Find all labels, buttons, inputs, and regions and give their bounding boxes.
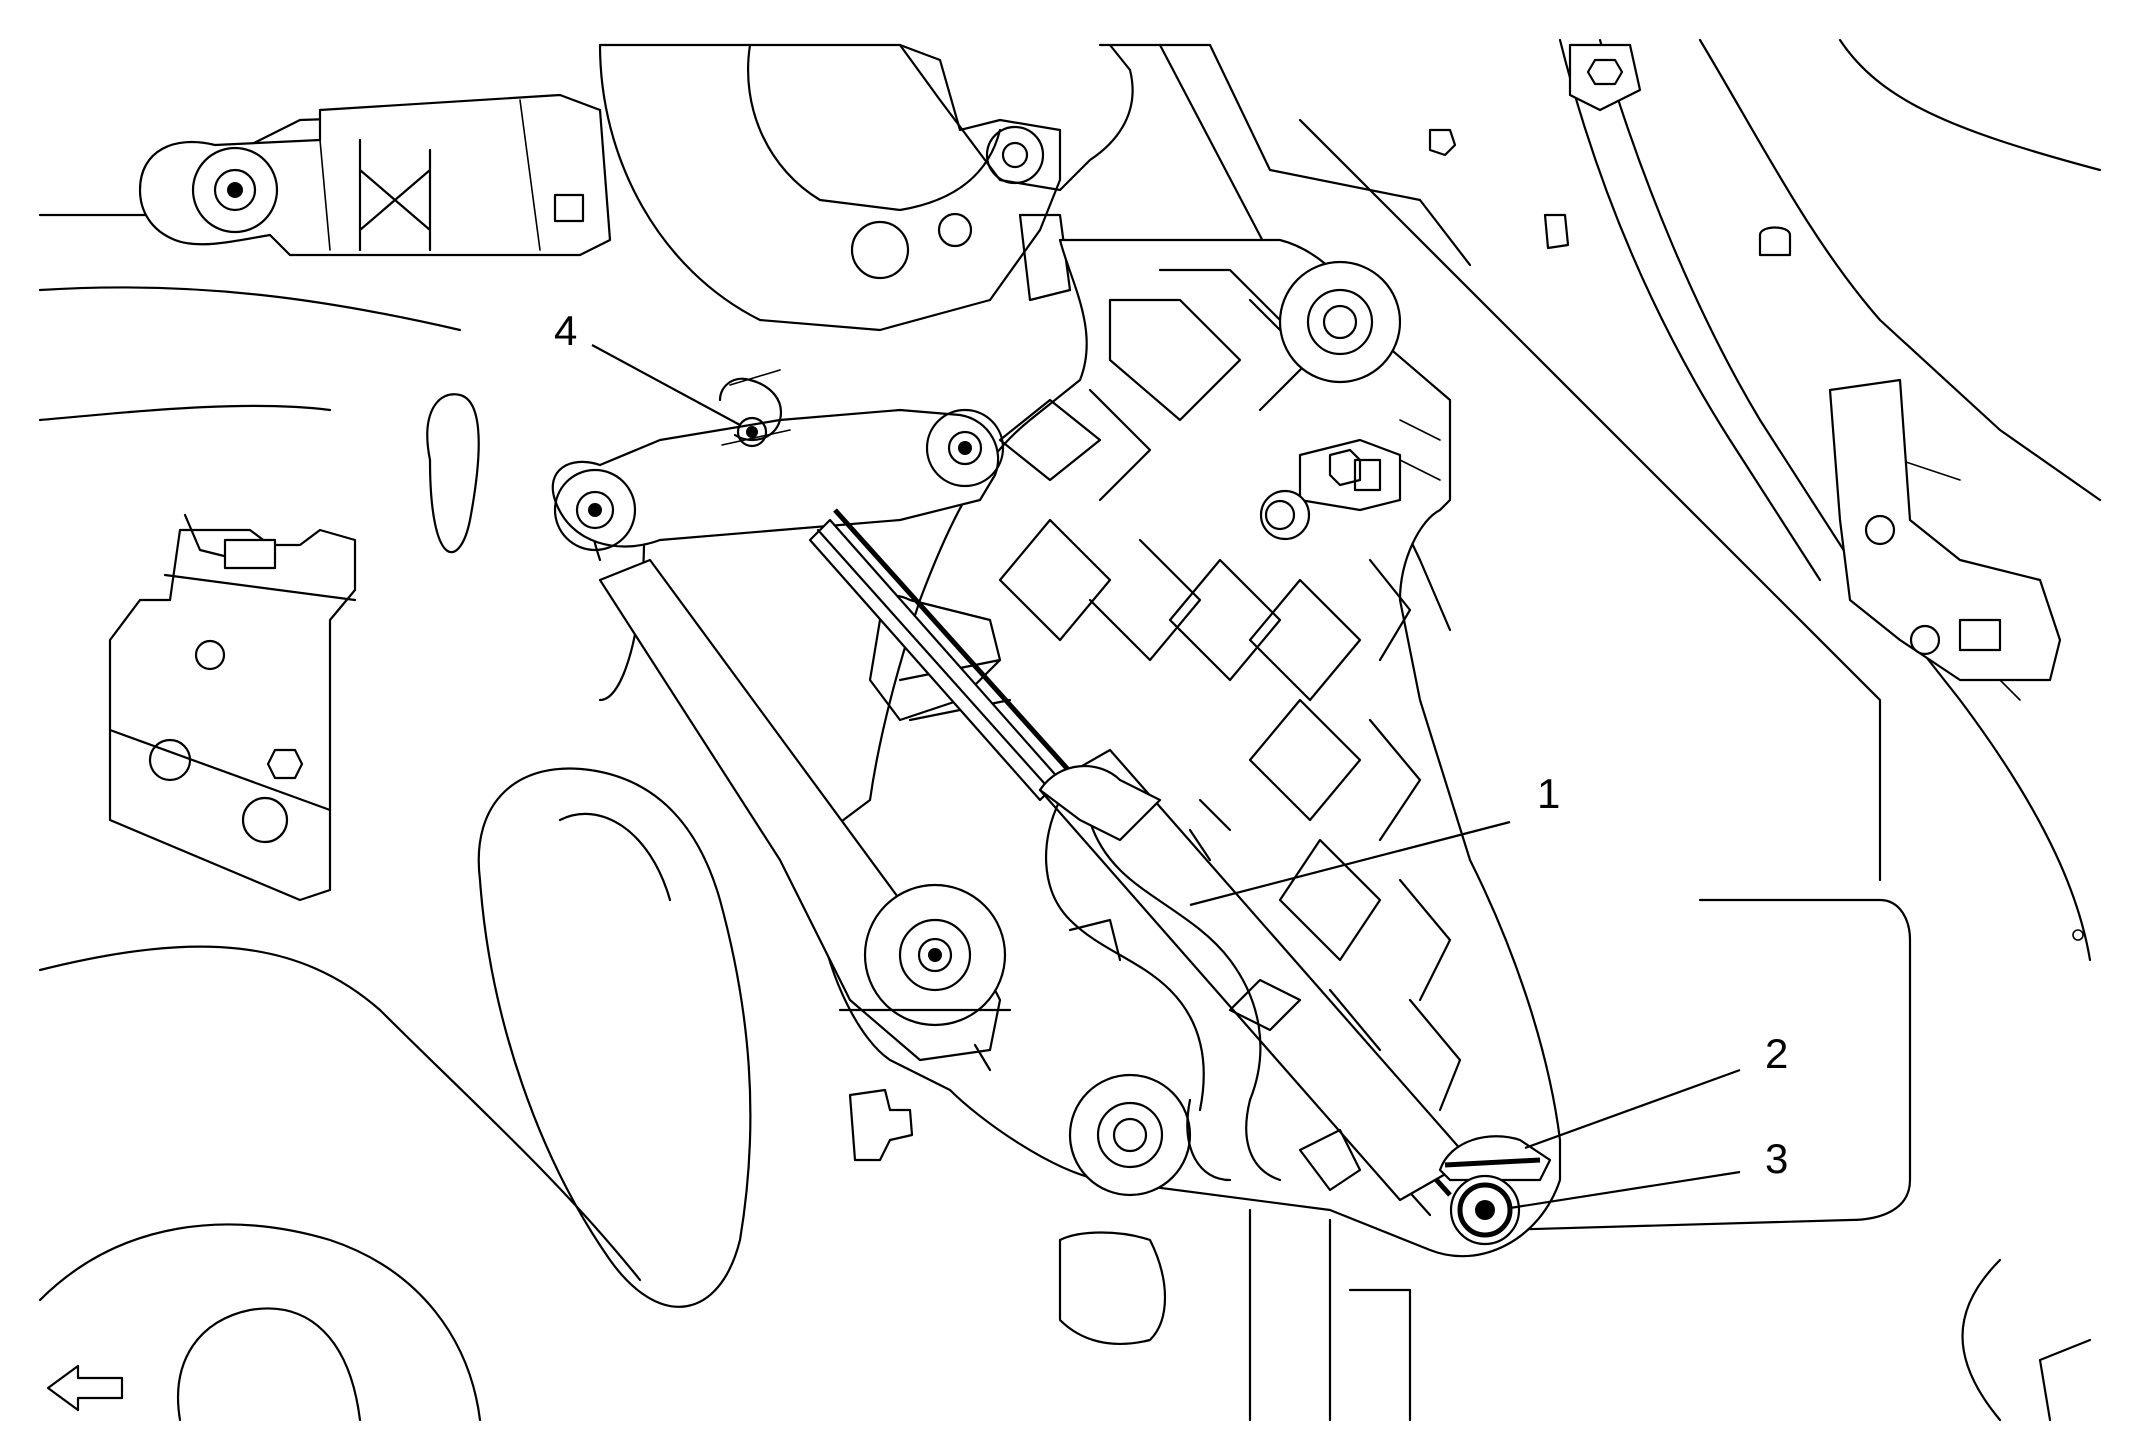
- leader-4: [591, 344, 741, 426]
- right-side-hardware: [1264, 43, 2084, 941]
- leader-3: [1509, 1170, 1741, 1210]
- callout-labels: 4 1 2 3: [554, 307, 1788, 1182]
- callout-3: 3: [1765, 1135, 1788, 1182]
- callout-leaders: [591, 344, 1741, 1210]
- left-mounting-bracket: [108, 513, 357, 902]
- strut-lower-mount: [1438, 1135, 1552, 1246]
- upper-fastener-4: [718, 369, 791, 448]
- carrier-pivot-bolts: [1068, 260, 1402, 1197]
- motor-housing: [598, 43, 1134, 332]
- leader-2: [1524, 1068, 1741, 1150]
- left-arrow-icon: [46, 1364, 124, 1412]
- callout-1: 1: [1537, 770, 1560, 817]
- body-panel-outlines: [38, 38, 2102, 1422]
- upper-hinge-bracket: [138, 93, 612, 257]
- lower-stud: [848, 1043, 992, 1162]
- callout-4: 4: [554, 307, 577, 354]
- leader-1: [1189, 820, 1511, 907]
- regulator-arm: [551, 408, 1012, 1062]
- callout-2: 2: [1765, 1030, 1788, 1077]
